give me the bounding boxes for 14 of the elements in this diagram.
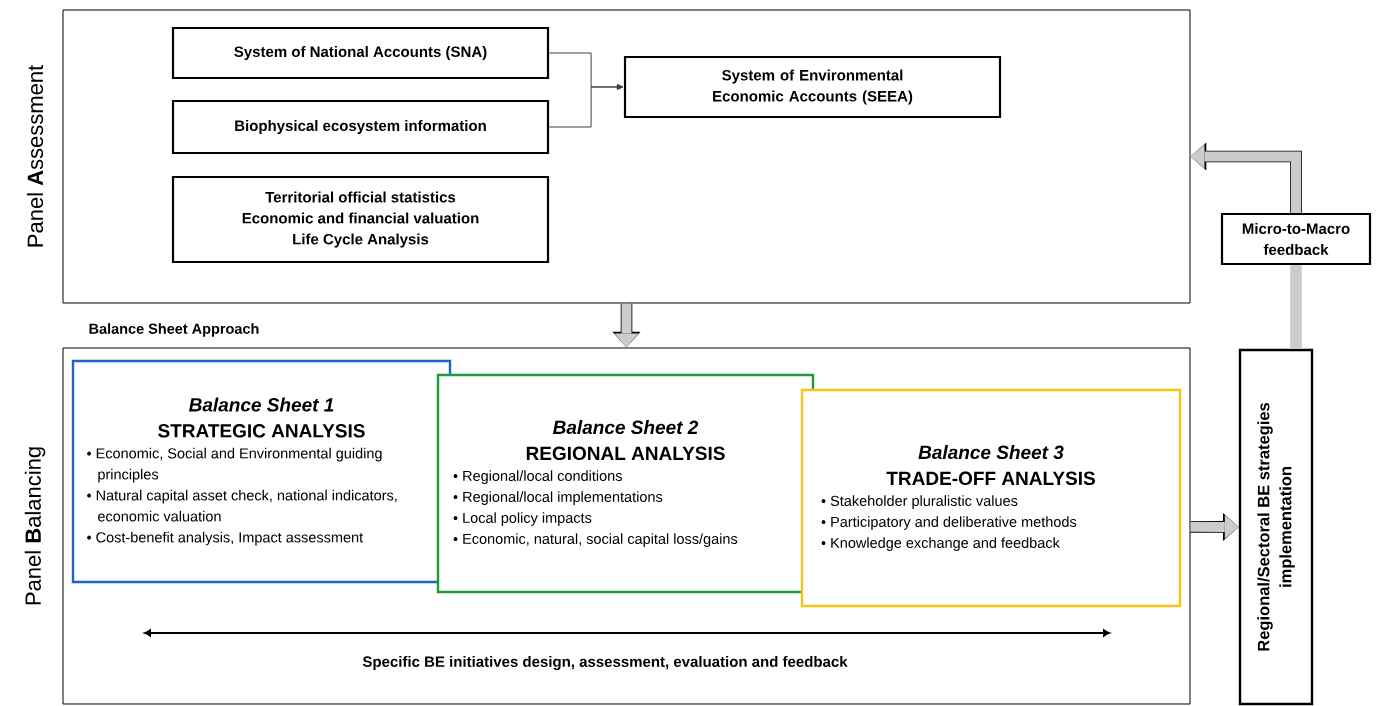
panel-label: Panel Balancing	[24, 447, 46, 605]
process-box: Biophysical ecosystem information	[171, 99, 550, 155]
section-heading: Balance Sheet Approach	[89, 323, 259, 337]
process-box: System of Environmental Economic Accounts (SEEA)	[623, 55, 1002, 119]
caption-text: Specific BE initiatives design, assessment, evaluation and feedback	[362, 655, 848, 670]
arrow	[548, 84, 624, 128]
process-box: Micro-to-Macro feedback	[1220, 212, 1372, 266]
process-box: System of National Accounts (SNA)	[171, 26, 550, 80]
panel-label: Panel Assessment	[26, 64, 44, 247]
process-box: Territorial official statistics Economic and financial valuation Life Cycle Analysis	[171, 175, 550, 264]
process-box: Regional/Sectoral BE strategies implementation	[1238, 348, 1314, 706]
balance-sheet-box: Balance Sheet 2 REGIONAL ANALYSIS • Regional/local conditions • Regional/local implementations • Local policy impacts • Economic, natural, social capital loss/gains	[436, 373, 815, 594]
balance-sheet-box: Balance Sheet 1 STRATEGIC ANALYSIS • Economic, Social and Environmental guiding principles • Natural capital asset check, national indicators, economic valuation • Cost-benefit analysis, Impact assessment	[71, 359, 452, 584]
balance-sheet-box: Balance Sheet 3 TRADE-OFF ANALYSIS • Stakeholder pluralistic values • Participatory and deliberative methods • Knowledge exchange and feedback	[800, 388, 1182, 608]
